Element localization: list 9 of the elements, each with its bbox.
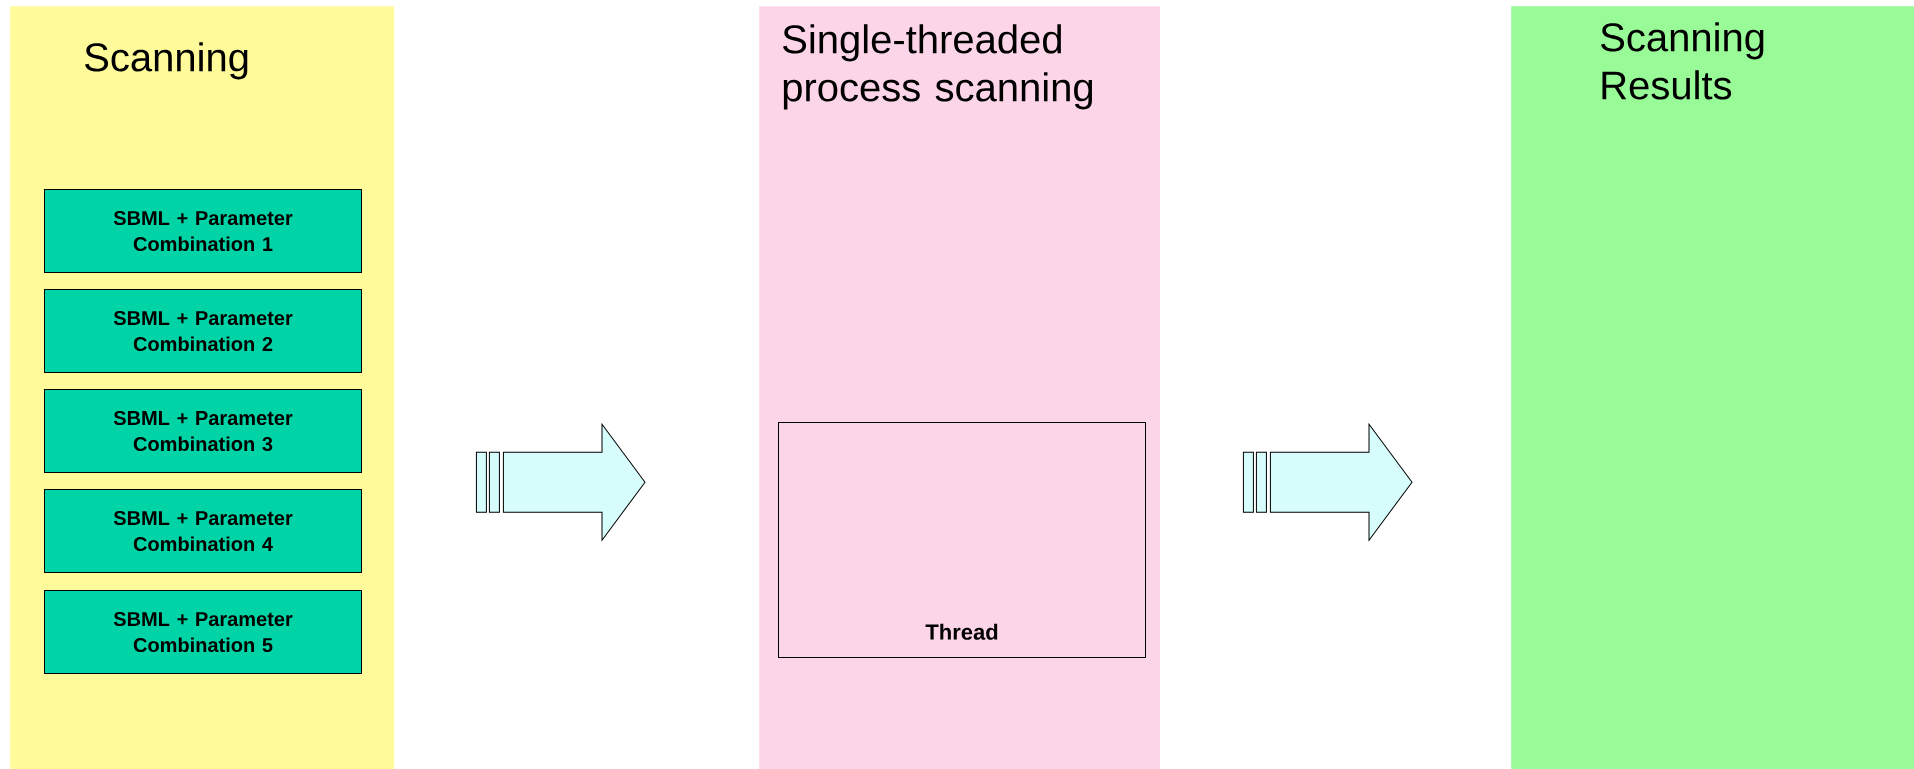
block-arrow (1242, 423, 1413, 541)
block-arrow (475, 423, 646, 541)
thread-box: Thread (778, 422, 1146, 658)
panel: Scanning Results (1511, 6, 1914, 769)
process-box: SBML + Parameter Combination 5 (44, 590, 362, 674)
process-box: SBML + Parameter Combination 4 (44, 489, 362, 573)
process-box: SBML + Parameter Combination 1 (44, 189, 362, 273)
process-box: SBML + Parameter Combination 3 (44, 389, 362, 473)
process-box: SBML + Parameter Combination 2 (44, 289, 362, 373)
